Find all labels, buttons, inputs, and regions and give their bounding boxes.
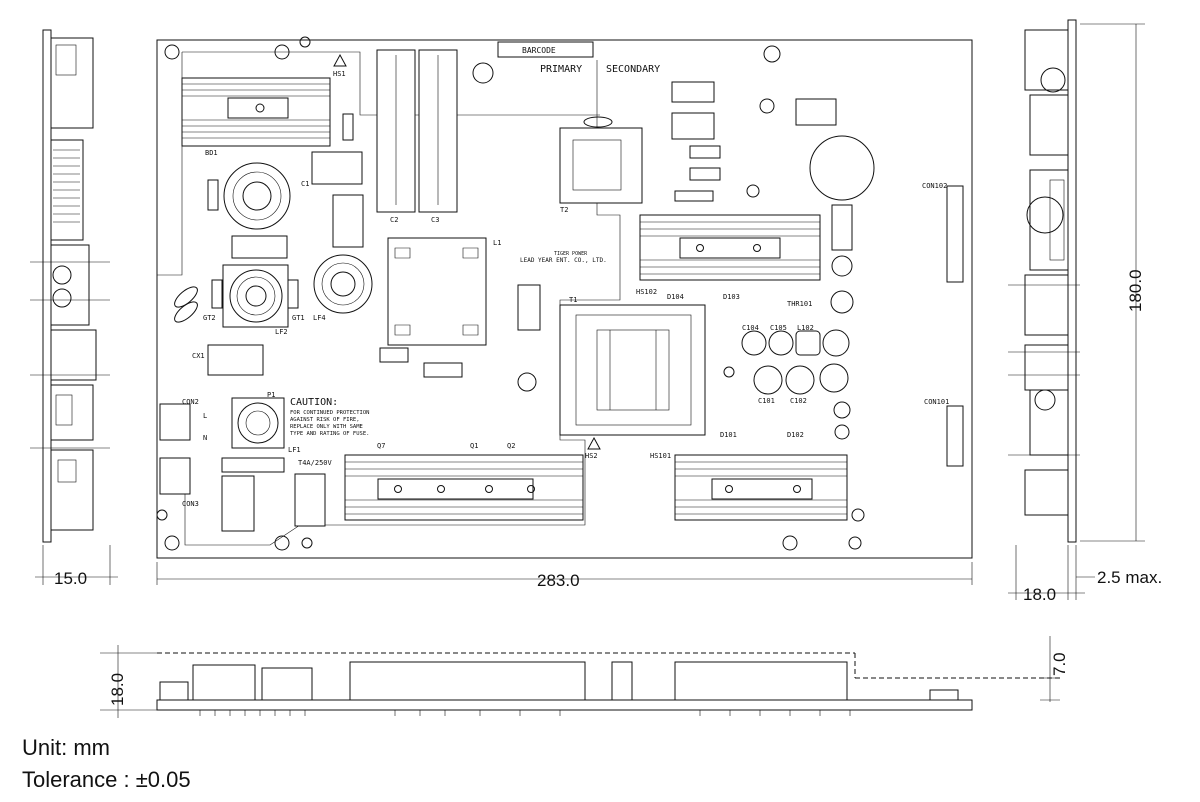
- label-d102: D102: [787, 431, 804, 439]
- label-c1: C1: [301, 180, 309, 188]
- label-con2: CON2: [182, 398, 199, 406]
- caution-line: AGAINST RISK OF FIRE,: [290, 417, 360, 423]
- bottom-view: [156, 652, 1060, 716]
- label-cx1: CX1: [192, 352, 205, 360]
- label-c2: C2: [390, 216, 398, 224]
- transformer-t2: [559, 127, 643, 204]
- label-c101: C101: [758, 397, 775, 405]
- label-c102: C102: [790, 397, 807, 405]
- label-l: L: [203, 412, 207, 420]
- label-l102: L102: [797, 324, 814, 332]
- label-gt1: GT1: [292, 314, 305, 322]
- left-side-view: [30, 29, 110, 543]
- component-labels: BARCODE PRIMARY SECONDARY HS1 BD1 C1 C2 …: [182, 46, 949, 508]
- dim-left-width: 15.0: [54, 569, 87, 588]
- label-barcode: BARCODE: [522, 46, 556, 55]
- label-q1: Q1: [470, 442, 478, 450]
- connector-con101: [946, 405, 964, 467]
- label-hs1: HS1: [333, 70, 346, 78]
- label-q2: Q2: [507, 442, 515, 450]
- board-outline: [156, 39, 973, 559]
- label-gt2: GT2: [203, 314, 216, 322]
- label-l1: L1: [493, 239, 501, 247]
- label-c3: C3: [431, 216, 439, 224]
- label-q7: Q7: [377, 442, 385, 450]
- label-d101: D101: [720, 431, 737, 439]
- label-c105: C105: [770, 324, 787, 332]
- label-t1: T1: [569, 296, 577, 304]
- connector-con2: [159, 403, 191, 441]
- inductor-l1: [387, 237, 487, 346]
- pcb-top-view: [156, 36, 973, 559]
- caution-block: CAUTION: FOR CONTINUED PROTECTION AGAINS…: [290, 397, 369, 437]
- label-fuse: T4A/250V: [298, 459, 333, 467]
- label-con3: CON3: [182, 500, 199, 508]
- unit-note: Unit: mm: [22, 735, 110, 760]
- label-hs102: HS102: [636, 288, 657, 296]
- label-con101: CON101: [924, 398, 949, 406]
- label-d103: D103: [723, 293, 740, 301]
- barcode-box: [497, 41, 594, 58]
- toroid-lf: [223, 162, 291, 230]
- label-d104: D104: [667, 293, 684, 301]
- label-thr101: THR101: [787, 300, 812, 308]
- label-primary: PRIMARY: [540, 64, 582, 75]
- label-t2: T2: [560, 206, 568, 214]
- dim-bottom-step: 7.0: [1050, 652, 1069, 676]
- label-con102: CON102: [922, 182, 947, 190]
- transformer-t1: [559, 304, 706, 436]
- caution-line: REPLACE ONLY WITH SAME: [290, 424, 363, 430]
- label-p1: P1: [267, 391, 275, 399]
- label-bd1: BD1: [205, 149, 218, 157]
- dim-right-width: 18.0: [1023, 585, 1056, 604]
- label-hs2: HS2: [585, 452, 598, 460]
- connector-con3: [159, 457, 191, 495]
- dimension-labels: 15.0 283.0 180.0 18.0 2.5 max. 18.0 7.0: [54, 269, 1162, 706]
- right-side-view: [1008, 19, 1080, 543]
- dimension-lines: [35, 23, 1145, 718]
- label-c104: C104: [742, 324, 759, 332]
- label-logo-line1: TIGER POWER: [554, 251, 588, 257]
- dim-board-height: 180.0: [1126, 269, 1145, 312]
- label-hs101: HS101: [650, 452, 671, 460]
- dim-bottom-height: 18.0: [108, 673, 127, 706]
- label-lf4: LF4: [313, 314, 326, 322]
- label-lf2: LF2: [275, 328, 288, 336]
- dim-board-width: 283.0: [537, 571, 580, 590]
- label-secondary: SECONDARY: [606, 64, 660, 75]
- dim-right-max: 2.5 max.: [1097, 568, 1162, 587]
- connector-con102: [946, 185, 964, 283]
- label-n: N: [203, 434, 207, 442]
- caution-line: TYPE AND RATING OF FUSE.: [290, 431, 369, 437]
- label-lf1: LF1: [288, 446, 301, 454]
- caution-line: FOR CONTINUED PROTECTION: [290, 410, 369, 416]
- label-logo-line2: LEAD YEAR ENT. CO., LTD.: [520, 257, 607, 264]
- caution-title: CAUTION:: [290, 397, 338, 408]
- tolerance-note: Tolerance : ±0.05: [22, 767, 191, 792]
